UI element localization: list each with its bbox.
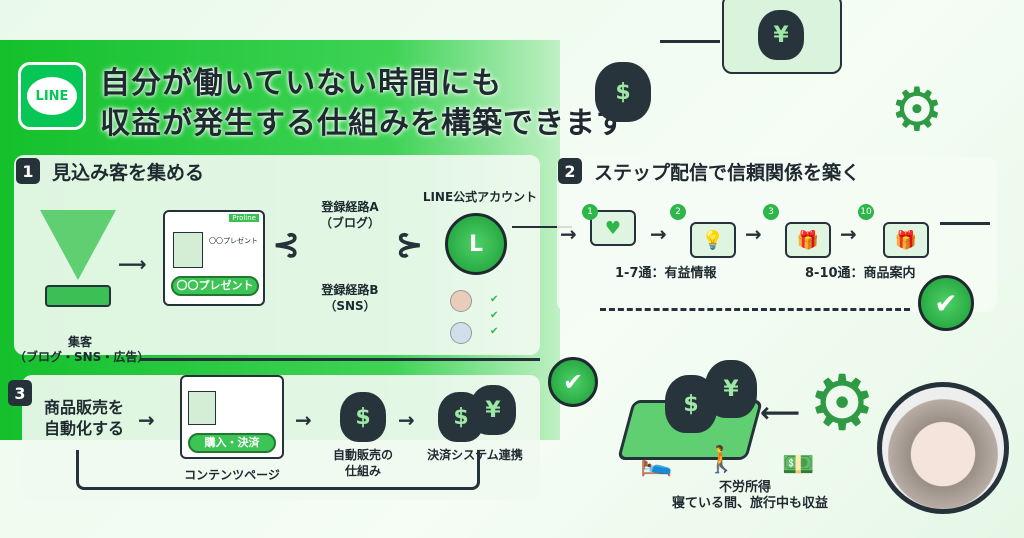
label-product-info: 8-10通：商品案内 <box>805 266 916 281</box>
arrow-icon: → <box>745 222 762 246</box>
step-badge: 1 <box>582 204 598 220</box>
yen-bag-icon: ¥ <box>758 10 804 60</box>
label-useful-info: 1-7通：有益情報 <box>615 266 717 281</box>
traveler-icon: 🚶 <box>705 445 738 475</box>
title-line2: 収益が発生する仕組みを構築できます <box>100 106 627 141</box>
passive-income-desc: 寝ている間、旅行中も収益 <box>671 496 828 511</box>
landing-page-window: Proline 〇〇プレゼント 〇〇プレゼント <box>163 210 265 306</box>
arrow-connector <box>940 222 990 225</box>
auto-sales-label: 自動販売の仕組み <box>332 448 393 478</box>
step-badge: 10 <box>858 204 874 220</box>
sleeping-icon: 🛌 <box>640 448 673 478</box>
line-account-label: LINE公式アカウント <box>422 190 538 204</box>
step3-number: 3 <box>8 380 32 406</box>
money-bag-icon: $ <box>595 62 651 122</box>
content-page-label: コンテンツページ <box>184 468 280 482</box>
check-icons: ✔✔✔ <box>490 294 499 337</box>
message-step-3: 🎁 <box>785 222 831 258</box>
purchase-button[interactable]: 購入・決済 <box>188 433 276 453</box>
arrow-left-icon: ⟵ <box>760 396 801 429</box>
gear-icon: ⚙ <box>808 358 877 447</box>
merge-arrow: ⊱ <box>395 225 424 265</box>
arrow-icon: → <box>840 222 857 246</box>
funnel-sub: （ブログ・SNS・広告） <box>14 350 150 364</box>
route-b: 登録経路B（SNS） <box>321 283 379 313</box>
image-placeholder <box>188 391 216 425</box>
avatar <box>450 322 472 344</box>
arrow-connector <box>512 226 572 228</box>
image-placeholder <box>173 232 203 268</box>
gear-icon: ⚙ <box>890 75 944 145</box>
arrow-connector <box>140 358 540 361</box>
avatar <box>450 290 472 312</box>
step2-number: 2 <box>558 158 582 184</box>
check-circle-icon: ✔ <box>918 275 974 331</box>
step3-title: 商品販売を自動化する <box>44 398 125 438</box>
step1-number: 1 <box>16 158 40 184</box>
branch-arrow: ⊰ <box>272 225 301 265</box>
money-bag-icon: $ <box>340 392 386 442</box>
arrow-icon: → <box>295 408 312 432</box>
message-step-10: 🎁 <box>883 222 929 258</box>
route-a: 登録経路A（ブログ） <box>319 200 380 230</box>
window-text: 〇〇プレゼント <box>209 237 258 245</box>
cash-icon: 💵 <box>782 450 815 480</box>
arrow-icon: → <box>560 222 577 246</box>
present-button[interactable]: 〇〇プレゼント <box>171 276 259 296</box>
line-logo: LINE <box>18 62 86 130</box>
arrow-icon: ⟶ <box>118 252 147 276</box>
step2-title: ステップ配信で信頼関係を築く <box>594 162 861 184</box>
yen-bag-icon: ¥ <box>470 385 516 435</box>
message-step-2: 💡 <box>690 222 736 258</box>
step-badge: 2 <box>670 204 686 220</box>
yen-bag-icon: ¥ <box>705 360 757 418</box>
step-badge: 3 <box>763 204 779 220</box>
step1-title: 見込み客を集める <box>52 162 205 184</box>
arrow-icon: → <box>138 408 155 432</box>
funnel-label: 集客 <box>67 335 92 349</box>
portrait-avatar <box>877 382 1009 514</box>
check-circle-icon: ✔ <box>548 357 598 407</box>
arrow-icon: → <box>650 222 667 246</box>
arrow-icon: → <box>398 408 415 432</box>
passive-income-label: 不労所得 <box>718 480 771 495</box>
loop-arrow <box>76 450 480 490</box>
brand-label: Proline <box>229 214 259 222</box>
arrow-connector <box>660 40 720 43</box>
dashed-arrow <box>600 308 910 311</box>
content-page-window: 購入・決済 <box>180 375 284 459</box>
line-account-icon: L <box>445 213 507 275</box>
message-step-1: ♥ <box>590 210 636 246</box>
funnel-base <box>45 285 111 307</box>
title-line1: 自分が働いていない時間にも <box>100 66 503 101</box>
funnel-icon <box>40 210 116 280</box>
